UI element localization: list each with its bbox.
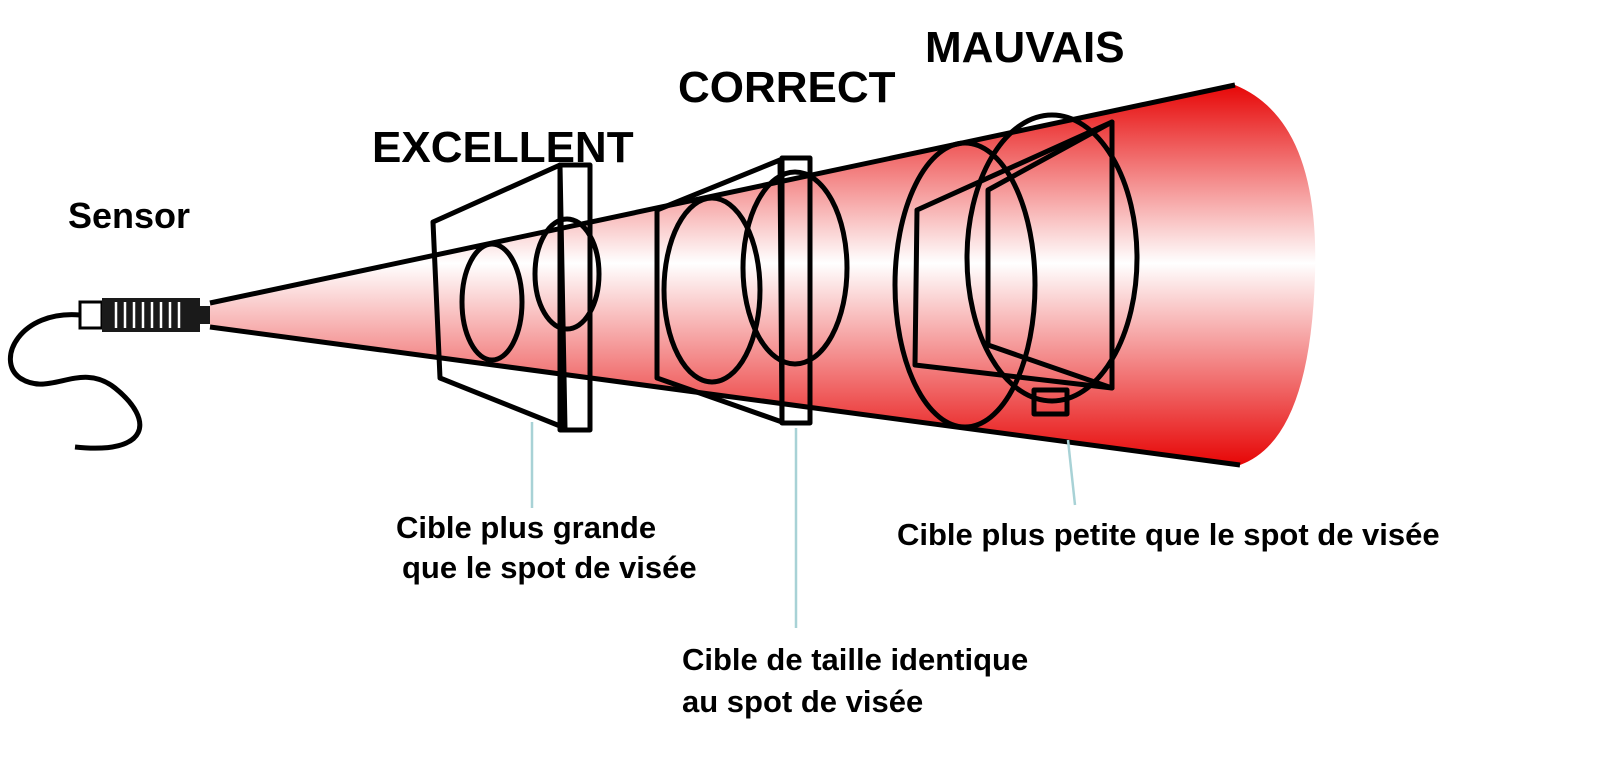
- beam-cone-top-edge: [209, 82, 1236, 306]
- caption-equal-line2: au spot de visée: [682, 684, 923, 719]
- sensor-cable: [7, 312, 143, 451]
- caption-smaller: Cible plus petite que le spot de visée: [897, 517, 1440, 552]
- label-excellent: EXCELLENT: [372, 123, 634, 172]
- caption-equal-line1: Cible de taille identique: [682, 642, 1028, 677]
- label-sensor: Sensor: [68, 195, 190, 236]
- target-mauvais: [892, 112, 1140, 430]
- spot-excellent: [532, 216, 602, 332]
- caption-larger-line1: Cible plus grande: [396, 510, 656, 545]
- sensor-icon: [78, 298, 210, 332]
- beam-cone: [210, 85, 1316, 465]
- spot-excellent-rear: [459, 241, 525, 363]
- target-mauvais-tab: [1031, 387, 1070, 417]
- spot-mauvais-rear: [892, 140, 1038, 430]
- label-correct: CORRECT: [678, 63, 896, 112]
- target-correct: [654, 155, 850, 426]
- leader-smaller: [1066, 439, 1077, 506]
- target-excellent-frame: [557, 162, 593, 433]
- target-correct-frame: [779, 155, 813, 426]
- spot-correct: [740, 169, 850, 367]
- target-excellent: [430, 162, 602, 433]
- spot-correct-rear: [661, 195, 763, 385]
- spot-mauvais: [964, 112, 1140, 404]
- caption-larger-line2: que le spot de visée: [402, 550, 697, 585]
- label-mauvais: MAUVAIS: [925, 23, 1125, 72]
- target-mauvais-plate-inner: [985, 119, 1115, 391]
